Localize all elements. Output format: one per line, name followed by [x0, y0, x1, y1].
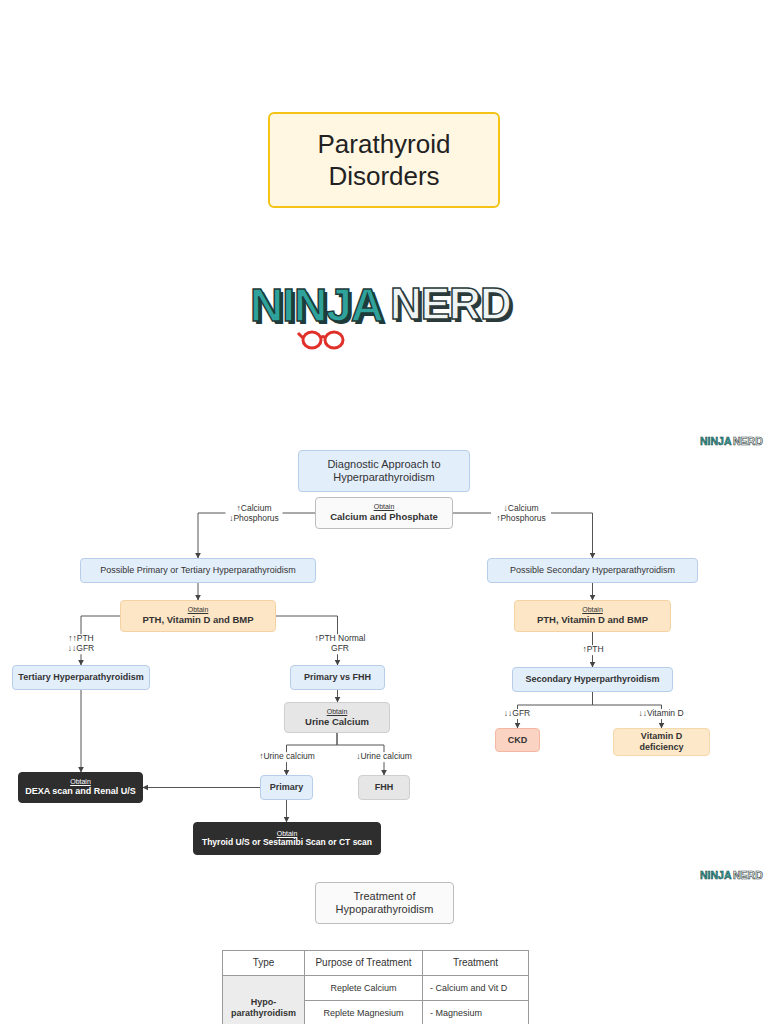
node-text: PTH, Vitamin D and BMP [142, 614, 253, 625]
glasses-lens [325, 332, 343, 348]
node-text: Tertiary Hyperparathyroidism [18, 672, 143, 683]
edge-label: ↑PTH [581, 645, 604, 655]
branch-box: Possible Primary or Tertiary Hyperparath… [80, 558, 316, 583]
table-header: Purpose of Treatment [304, 950, 423, 976]
cause-box: CKD [495, 728, 540, 752]
imaging-box: ObtainThyroid U/S or Sestamibi Scan or C… [193, 822, 381, 855]
edge-label: ↓Urine calcium [355, 752, 413, 762]
node-text: Diagnostic Approach to Hyperparathyroidi… [303, 458, 465, 484]
logo-text: NINJA [250, 282, 383, 328]
branch-box: Possible Secondary Hyperparathyroidism [487, 558, 698, 583]
diagnosis-box: Primary vs FHH [290, 665, 385, 690]
node-text: Vitamin D deficiency [618, 731, 705, 753]
node-text: Treatment of Hypoparathyroidism [320, 890, 449, 916]
logo-text: NINJA [700, 870, 732, 881]
glasses-icon [298, 332, 343, 348]
diagnosis-box: Tertiary Hyperparathyroidism [12, 665, 150, 690]
edge-label: ↓↓GFR [503, 709, 531, 719]
obtain-box: ObtainPTH, Vitamin D and BMP [514, 600, 671, 632]
node-text: Possible Secondary Hyperparathyroidism [510, 565, 675, 576]
node-text: Calcium and Phosphate [330, 511, 438, 522]
node-heading: Obtain [188, 606, 209, 614]
logo-text: NERD [390, 282, 511, 326]
node-text: PTH, Vitamin D and BMP [537, 614, 648, 625]
edge-label: ↑Calcium ↓Phosphorus [226, 504, 283, 524]
node-heading: Obtain [277, 830, 298, 838]
table-cell: - Calcium and Vit D [422, 975, 529, 1001]
diagnosis-box: Secondary Hyperparthyroidism [512, 667, 673, 692]
connector-arrow [198, 583, 199, 600]
node-text: Primary vs FHH [304, 672, 371, 683]
node-text: Thyroid U/S or Sestamibi Scan or CT scan [202, 837, 372, 847]
heading-box: Diagnostic Approach to Hyperparathyroidi… [298, 450, 470, 492]
diagnosis-box: Primary [260, 775, 313, 800]
glasses-frame [298, 333, 325, 338]
obtain-box: ObtainPTH, Vitamin D and BMP [120, 600, 276, 632]
table-header: Treatment [422, 950, 529, 976]
node-text: DEXA scan and Renal U/S [25, 786, 136, 797]
table-cell: Replete Calcium [304, 975, 423, 1001]
node-text: Secondary Hyperparthyroidism [525, 674, 659, 685]
title-box: Parathyroid Disorders [268, 112, 500, 208]
logo-text: NERD [733, 436, 763, 447]
imaging-box: ObtainDEXA scan and Renal U/S [18, 772, 143, 803]
node-heading: Obtain [327, 708, 348, 716]
table-cell: Hypo- parathyroidism [222, 975, 305, 1024]
edge-label: ↑Urine calcium [258, 752, 316, 762]
node-text: Primary [270, 782, 304, 793]
logo-text: NERD [733, 870, 763, 881]
node-heading: Obtain [70, 778, 91, 786]
edge-label: ↑PTH Normal GFR [313, 634, 367, 654]
node-text: Possible Primary or Tertiary Hyperparath… [100, 565, 295, 576]
table-header: Type [222, 950, 305, 976]
edge-label: ↑↑PTH ↓↓GFR [62, 634, 100, 654]
connector-arrow [143, 787, 260, 788]
glasses-lens [303, 332, 321, 348]
connector-arrow [337, 690, 338, 702]
edge-label: ↓Calcium ↑Phosphorus [491, 504, 551, 524]
node-text: FHH [375, 782, 394, 793]
logo-text: NINJA [700, 436, 732, 447]
obtain-box: ObtainUrine Calcium [284, 702, 390, 733]
cause-box: Vitamin D deficiency [613, 728, 710, 756]
node-heading: Obtain [582, 606, 603, 614]
table-cell: Replete Magnesium [304, 1000, 423, 1024]
diagnosis-box: FHH [358, 775, 410, 800]
table-cell: - Magnesium [422, 1000, 529, 1024]
obtain-box: ObtainCalcium and Phosphate [315, 497, 453, 529]
heading-box: Treatment of Hypoparathyroidism [315, 882, 454, 924]
connector-arrow [286, 800, 287, 822]
node-text: CKD [508, 735, 528, 746]
node-heading: Obtain [374, 503, 395, 511]
node-text: Urine Calcium [305, 716, 369, 727]
connector-arrow [81, 690, 82, 772]
edge-label: ↓↓Vitamin D [637, 709, 684, 719]
connector-arrow [592, 583, 593, 600]
